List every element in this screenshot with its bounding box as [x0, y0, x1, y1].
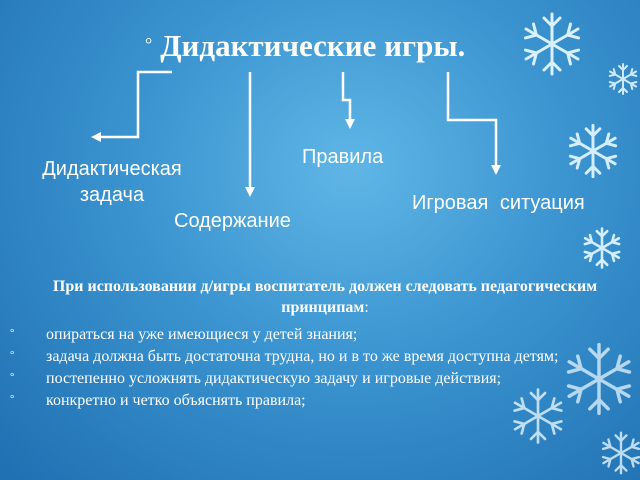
snowflake-icon — [520, 12, 584, 76]
list-item-text: задача должна быть достаточна трудна, но… — [46, 348, 559, 365]
list-bullet: ° — [10, 349, 15, 361]
list-bullet: ° — [10, 393, 15, 405]
principles-lead-text: При использовании д/игры воспитатель дол… — [52, 278, 598, 316]
principles-list: ° опираться на уже имеющиеся у детей знан… — [0, 324, 624, 412]
node-didactic-task: Дидактическая задача — [42, 158, 182, 206]
slide-title: ° Дидактические игры. — [145, 28, 525, 64]
arrow-to-situation — [446, 72, 501, 175]
node-rules: Правила — [302, 146, 384, 168]
title-bullet: ° — [145, 34, 153, 54]
principles-lead-colon: : — [364, 299, 369, 316]
list-bullet: ° — [10, 327, 15, 339]
node-game-situation: Игровая ситуация — [412, 192, 585, 214]
node-content: Содержание — [174, 210, 291, 232]
title-text: Дидактические игры. — [160, 28, 466, 63]
list-item: ° постепенно усложнять дидактическую зада… — [0, 368, 624, 390]
arrow-to-task — [91, 70, 172, 142]
list-item-text: постепенно усложнять дидактическую задач… — [46, 370, 502, 387]
list-item: ° опираться на уже имеющиеся у детей знан… — [0, 324, 624, 346]
list-item: ° конкретно и четко объяснять правила; — [0, 390, 624, 412]
list-item: ° задача должна быть достаточна трудна, н… — [0, 346, 624, 368]
list-item-text: конкретно и четко объяснять правила; — [46, 392, 306, 409]
list-item-text: опираться на уже имеющиеся у детей знани… — [46, 326, 358, 343]
list-bullet: ° — [10, 371, 15, 383]
principles-lead: При использовании д/игры воспитатель дол… — [40, 276, 610, 318]
arrow-to-rules — [341, 72, 355, 129]
